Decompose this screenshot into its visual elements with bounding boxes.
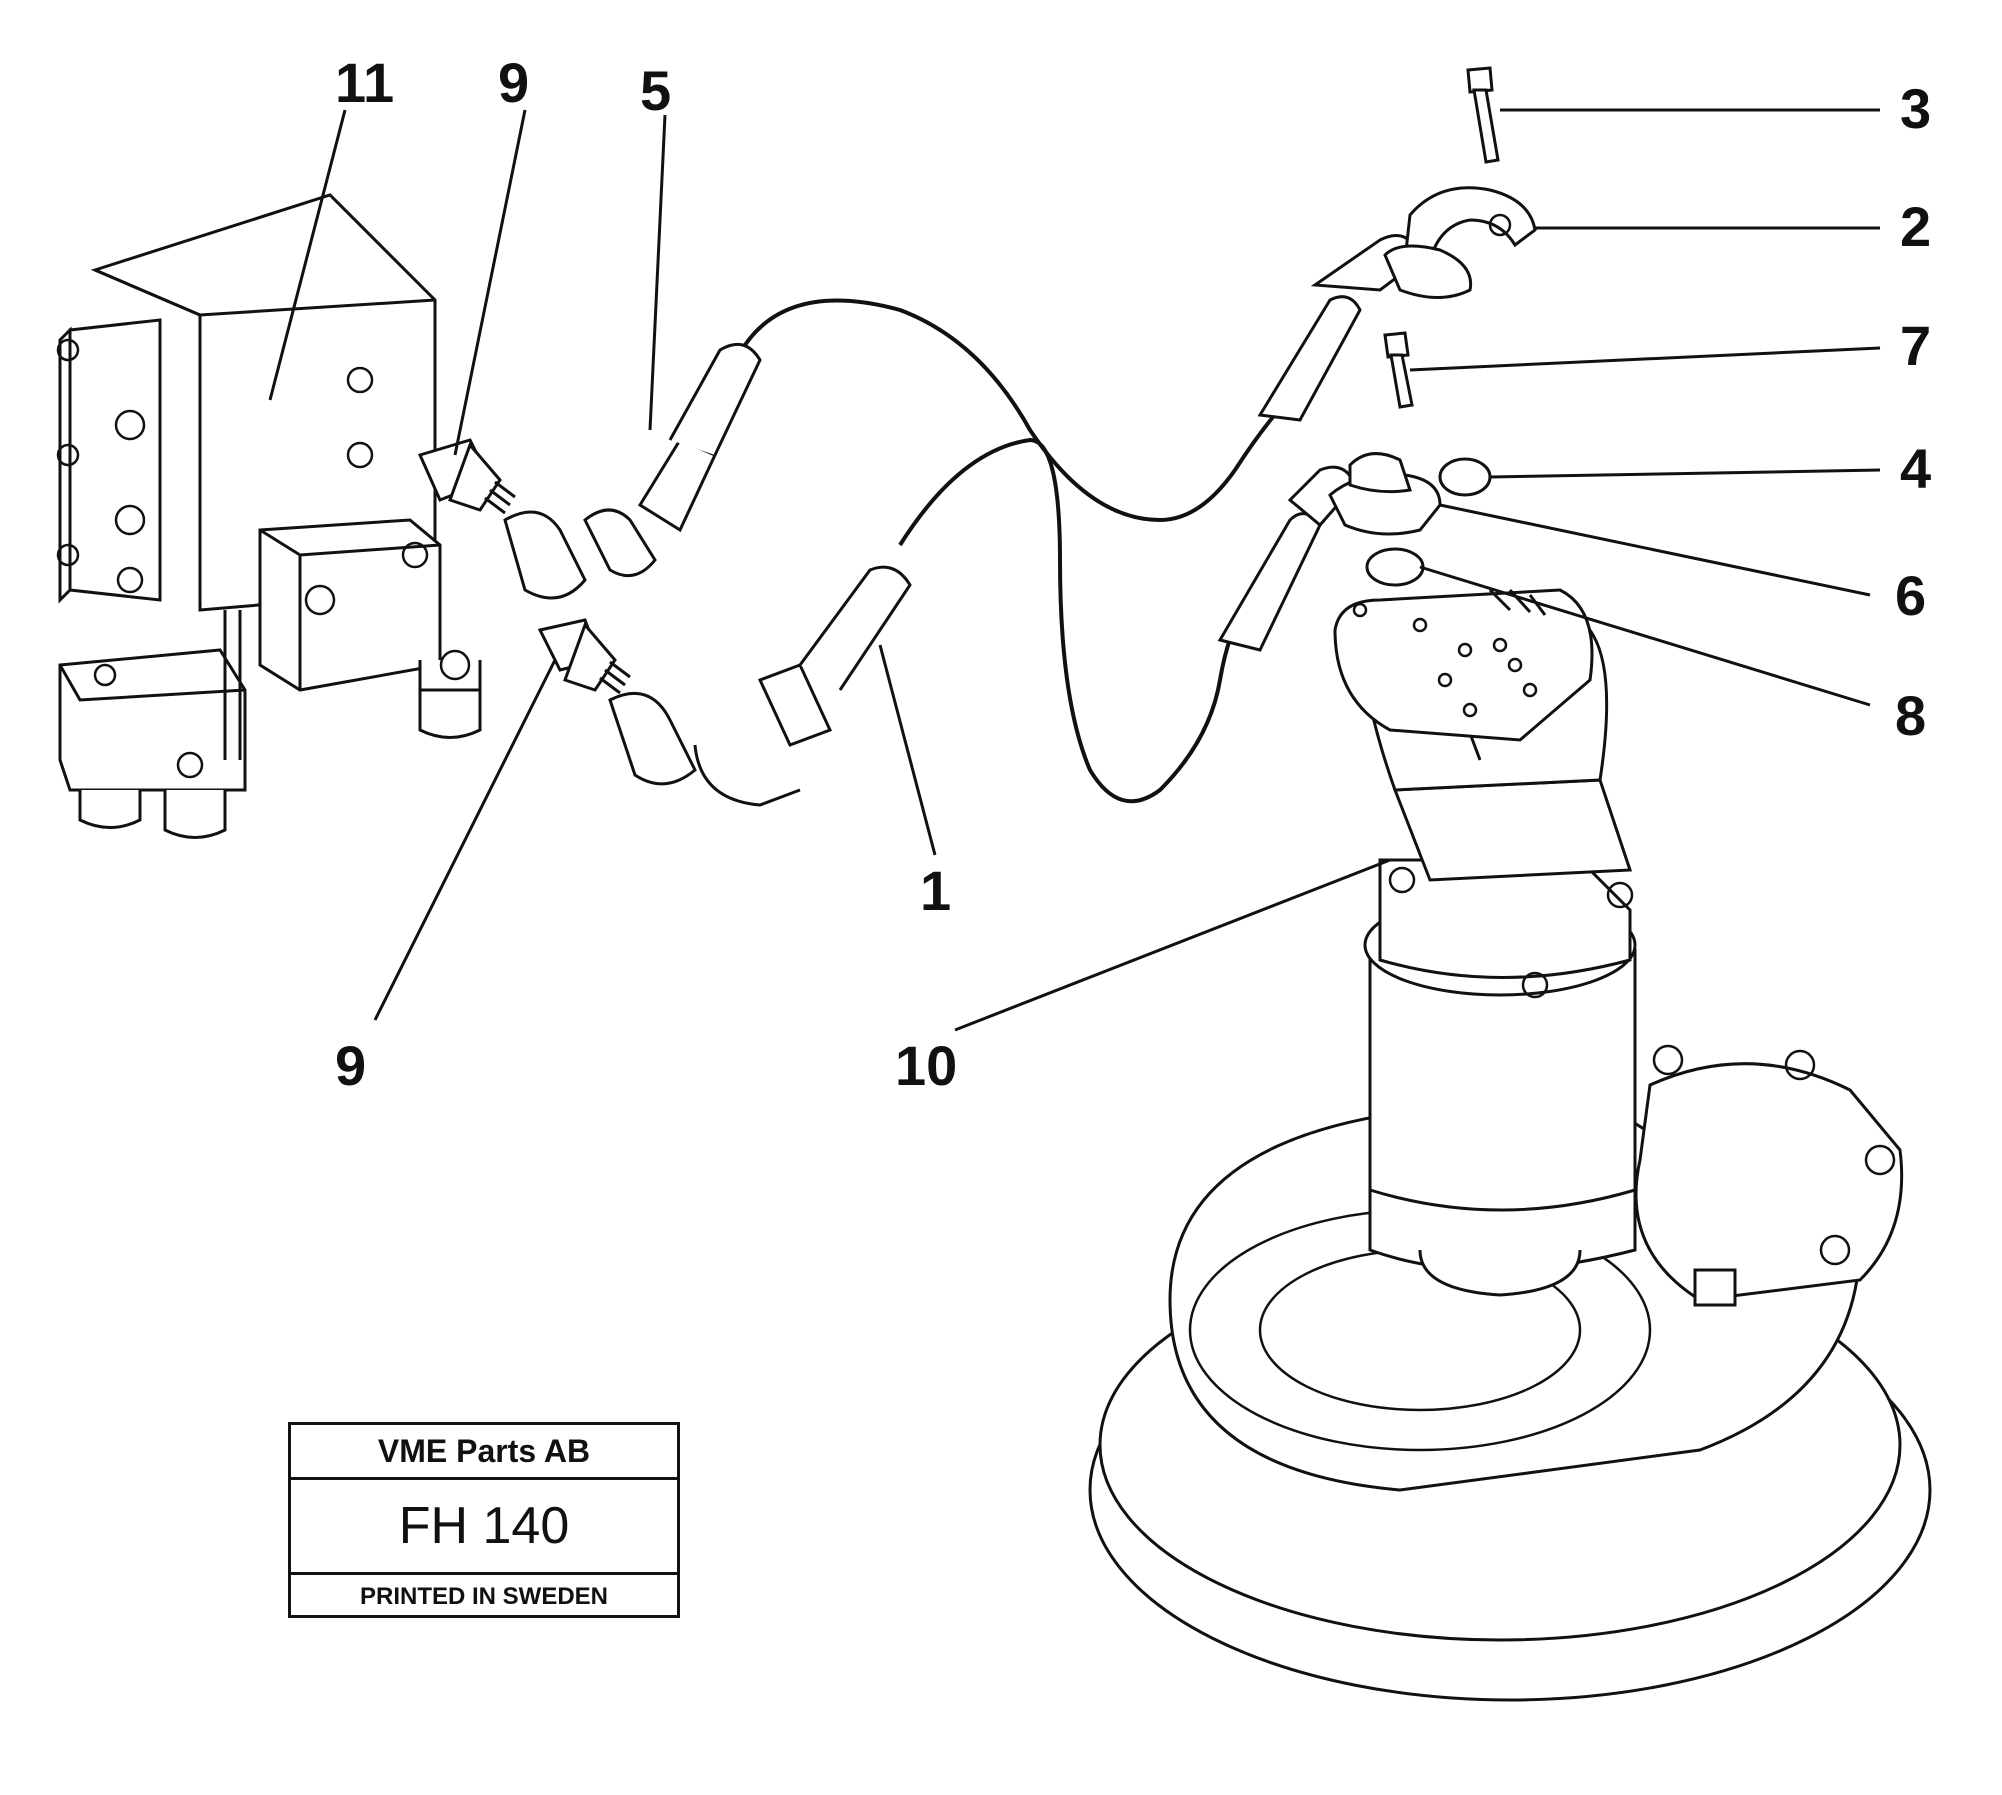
flange-upper [1383,244,1473,299]
callout-6: 6 [1895,564,1926,627]
callout-1: 1 [920,859,951,922]
hose-lower [608,437,1262,807]
callout-8: 8 [1895,684,1926,747]
hydraulic-motor [1088,588,1932,1702]
callout-9-lower: 9 [335,1034,366,1097]
callout-7: 7 [1900,314,1931,377]
o-ring-lower [1365,547,1425,587]
bolt-middle [1383,331,1414,409]
callout-11: 11 [335,51,394,114]
o-ring-upper [1438,457,1492,497]
bolt-upper [1466,66,1500,164]
leader-lines [268,108,1881,1032]
title-block: VME Parts AB FH 140 PRINTED IN SWEDEN [288,1422,680,1618]
nipple-upper [417,438,516,515]
nipple-lower [537,618,631,695]
callout-labels: 11 9 5 3 2 7 4 6 8 1 9 10 [335,51,1931,1097]
printed-note: PRINTED IN SWEDEN [359,1583,608,1610]
flange-lower [1328,452,1442,536]
callout-3: 3 [1900,77,1931,140]
callout-2: 2 [1900,195,1931,258]
flange-half-upper [1403,186,1537,262]
callout-10: 10 [895,1034,957,1097]
callout-4: 4 [1900,437,1931,500]
callout-9-upper: 9 [498,51,529,114]
hose-upper [503,298,1322,600]
callout-5: 5 [640,59,671,122]
model-code: FH 140 [291,1480,677,1575]
valve-block [56,193,482,839]
company-name: VME Parts AB [291,1425,677,1480]
